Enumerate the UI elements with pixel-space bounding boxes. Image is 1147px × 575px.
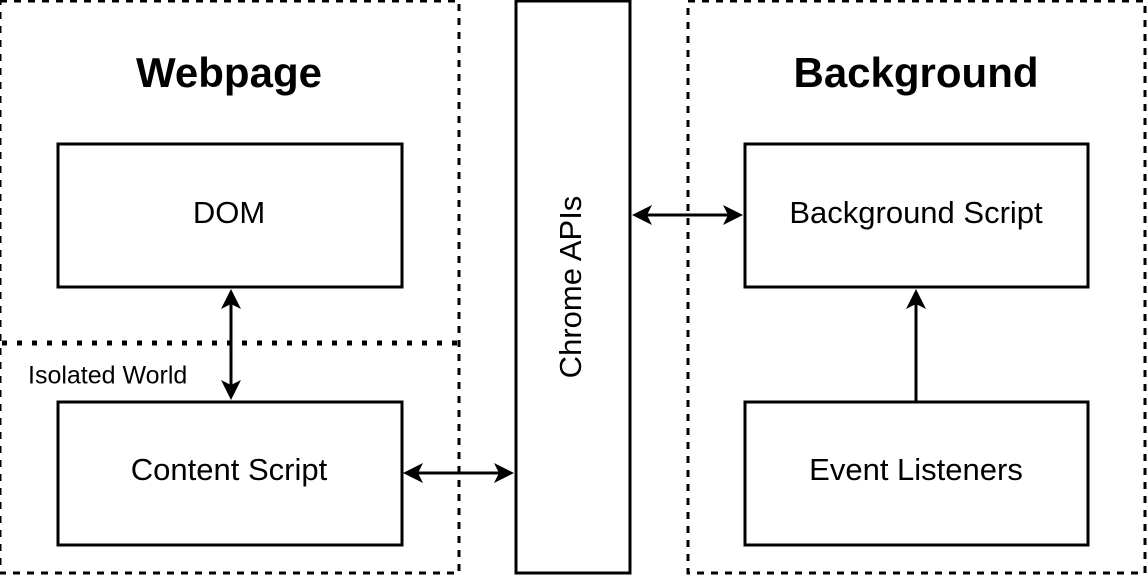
webpage-region [0,0,461,575]
dom-box [56,142,404,289]
arrowhead-right-icon [494,463,514,483]
content-script-label: Content Script [131,452,328,487]
arrowhead-right-icon [723,205,743,225]
content-script-box [56,400,404,547]
arrowhead-left-icon [403,463,423,483]
event-listeners-box [743,400,1090,547]
webpage-title: Webpage [136,49,322,96]
arrowhead-up-icon [221,289,241,309]
isolated-world-label: Isolated World [28,362,187,390]
chrome-apis-background-script-connector [632,205,743,225]
dom-label: DOM [193,195,265,230]
background-script-label: Background Script [789,195,1043,230]
arrowhead-down-icon [221,380,241,400]
background-script-box [743,142,1090,289]
background-region [686,0,1147,575]
event-listeners-background-script-connector [906,289,926,401]
content-script-chrome-apis-connector [403,463,514,483]
event-listeners-label: Event Listeners [809,452,1023,487]
arrowhead-left-icon [632,205,652,225]
background-title: Background [793,49,1038,96]
chrome-apis-box [514,0,632,575]
arrowhead-up-icon [906,289,926,309]
dom-content-script-connector [221,289,241,400]
chrome-apis-label: Chrome APIs [553,196,588,379]
